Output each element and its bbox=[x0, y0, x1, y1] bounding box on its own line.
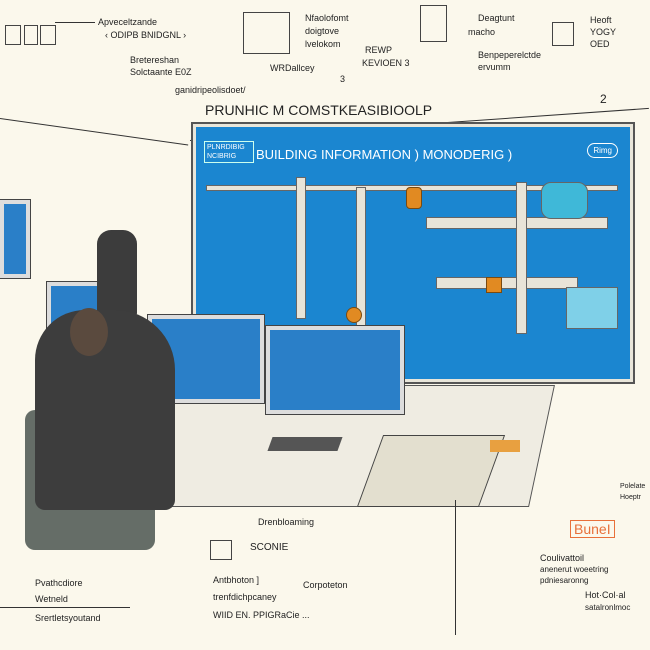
label-wrdallcey: WRDallcey bbox=[270, 63, 315, 73]
screen-title: BUILDING INFORMATION ) MONODERIG ) bbox=[256, 147, 513, 162]
label-polelate: Polelate bbox=[620, 483, 646, 490]
label-wiid: WIID EN. PPIGRaCie ... bbox=[213, 610, 310, 620]
label-ganidiposisdoet: ganidripeolisdoet/ bbox=[175, 85, 246, 95]
label-drenbloaming: Drenbloaming bbox=[258, 517, 315, 527]
leader-line bbox=[0, 607, 130, 608]
label-hoeptr: Hoeptr bbox=[620, 494, 642, 501]
label-sconie: SCONIE bbox=[250, 542, 289, 553]
label-pvathcdiore: Pvathcdiore bbox=[35, 578, 83, 588]
label-anenerut: anenerut woeetring bbox=[540, 565, 609, 574]
printer-icon bbox=[210, 540, 232, 560]
wall-line bbox=[0, 118, 189, 146]
label-antbhoton: Antbhoton ] bbox=[213, 575, 260, 585]
label-ervumm: ervumm bbox=[478, 62, 511, 72]
tank bbox=[541, 182, 588, 219]
window bbox=[0, 200, 30, 278]
keyboard bbox=[267, 437, 343, 451]
label-doigtove: doigtove bbox=[305, 26, 340, 36]
label-num-2: 2 bbox=[600, 92, 607, 106]
tank bbox=[566, 287, 618, 329]
label-coulivattoil: Coulivattoil bbox=[540, 553, 585, 563]
label-kevioen: KEVIOEN 3 bbox=[362, 58, 410, 68]
valve bbox=[486, 277, 502, 293]
label-trenfdichpcaney: trenfdichpcaney bbox=[213, 592, 277, 602]
monitor-right bbox=[266, 326, 404, 414]
sketch-box-icon bbox=[40, 25, 56, 45]
label-apveceltzande: Apveceltzande bbox=[98, 17, 158, 27]
label-corpoteton: Corpoteton bbox=[303, 580, 348, 590]
sketch-box-icon bbox=[24, 25, 38, 45]
leader-line bbox=[55, 22, 95, 23]
screen-badge: Rimg bbox=[587, 143, 618, 158]
label-srertletsyoutand: Srertletsyoutand bbox=[35, 613, 101, 623]
leader-line bbox=[455, 500, 456, 635]
label-num-3: 3 bbox=[340, 74, 346, 84]
pipe bbox=[296, 177, 306, 319]
label-rewp: REWP bbox=[365, 45, 392, 55]
label-heoft: Heoft bbox=[590, 15, 612, 25]
label-solctaante: Solctaante E0Z bbox=[130, 67, 192, 77]
screen-tag: PLNRDIBIG NCIBRIG bbox=[204, 141, 254, 163]
label-satalronlmoc: satalronlmoc bbox=[585, 603, 631, 612]
pipe bbox=[436, 277, 578, 289]
label-wetneld: Wetneld bbox=[35, 594, 68, 604]
desk-object bbox=[490, 440, 520, 452]
label-oed: OED bbox=[590, 39, 610, 49]
label-pdniesaronng: pdniesaronng bbox=[540, 576, 589, 585]
label-nfaolofomt: Nfaolofomt bbox=[305, 13, 349, 23]
valve-sketch-icon bbox=[420, 5, 447, 42]
wall-heading: PRUNHIC M COMSTKEASIBIOOLP bbox=[205, 102, 433, 118]
label-bretereshan: Bretereshan bbox=[130, 55, 180, 65]
tool-sketch-icon bbox=[552, 22, 574, 46]
label-hot-coal: Hot·Col·al bbox=[585, 590, 626, 600]
device-sketch-icon bbox=[243, 12, 290, 54]
valve bbox=[346, 307, 362, 323]
label-deagtunt: Deagtunt bbox=[478, 13, 515, 23]
label-bunei: BuneI bbox=[570, 520, 615, 538]
label-lvelokom: lvelokom bbox=[305, 39, 341, 49]
label-yogy: YOGY bbox=[590, 27, 617, 37]
label-macho: macho bbox=[468, 27, 496, 37]
sketch-box-icon bbox=[5, 25, 21, 45]
label-benpeperelctde: Benpeperelctde bbox=[478, 50, 542, 60]
pipe bbox=[516, 182, 527, 334]
person-head bbox=[70, 308, 108, 356]
label-odipb: ‹ ODIPB BNIDGNL › bbox=[105, 30, 187, 40]
valve bbox=[406, 187, 422, 209]
standing-person bbox=[97, 230, 137, 315]
